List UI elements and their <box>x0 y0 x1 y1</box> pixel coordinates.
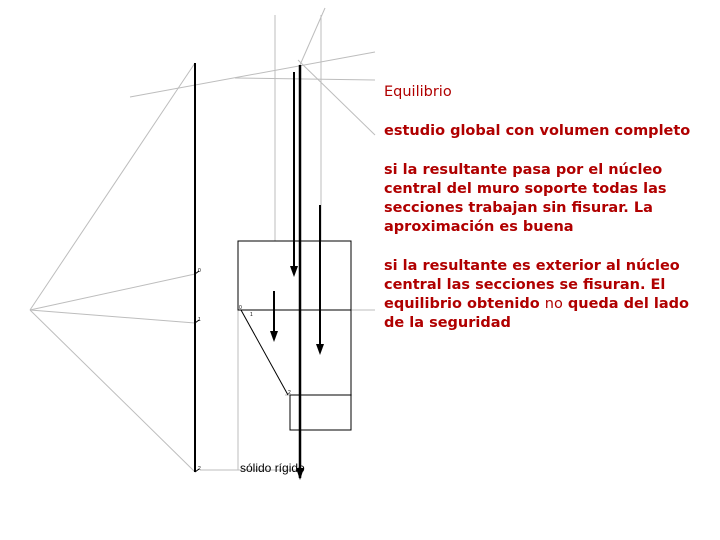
thrust-line <box>240 309 289 396</box>
paragraph-global-study: estudio global con volumen completo <box>384 123 691 139</box>
polar-ray-1 <box>29 273 196 311</box>
slide-title: Equilibrio <box>384 84 452 100</box>
force-polygon-ticks <box>194 270 200 473</box>
polar-ray-2 <box>29 309 196 324</box>
construction-lines <box>29 7 376 473</box>
paragraph-exterior-core-part3: queda del lado de la seguridad <box>384 296 689 331</box>
force-arrows <box>270 65 324 480</box>
polar-ray-3 <box>29 309 196 473</box>
funicular-label-2: 2 <box>198 466 201 472</box>
funicular-side-1 <box>234 77 376 81</box>
funicular-closing-a <box>297 59 376 136</box>
paragraph-central-core: si la resultante pasa por el núcleo cent… <box>384 162 667 235</box>
polar-ray-0 <box>29 62 196 311</box>
paragraph-exterior-core: si la resultante es exterior al núcleo c… <box>384 257 714 333</box>
funicular-label-0: 0 <box>198 268 201 274</box>
section-label-0: 0 <box>239 305 242 311</box>
funicular-label-1: 1 <box>198 317 201 323</box>
section-label-2: 2 <box>288 390 291 396</box>
funicular-side-0 <box>129 51 376 98</box>
diagram-caption: sólido rígido <box>240 461 305 475</box>
wall-footing <box>289 394 352 431</box>
paragraph-exterior-core-part1: si la resultante es exterior al núcleo c… <box>384 258 680 312</box>
section-label-1: 1 <box>250 312 253 318</box>
paragraph-exterior-core-negation: no <box>544 296 563 312</box>
